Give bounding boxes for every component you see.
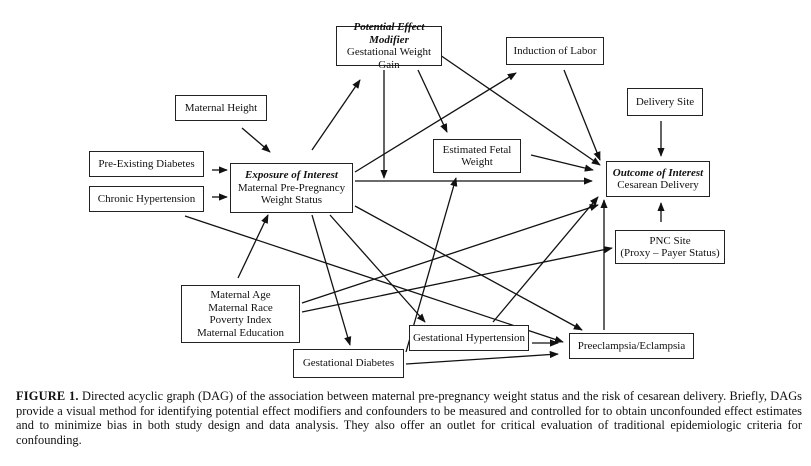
node-maternal-height: Maternal Height [175, 95, 267, 121]
node-label: PNC Site [649, 234, 691, 247]
edge-effect-modifier-to-fetal-weight [417, 69, 448, 133]
node-label: Preeclampsia/Eclampsia [577, 339, 686, 352]
node-label: Gestational Hypertension [412, 331, 526, 344]
node-header: Outcome of Interest [612, 166, 704, 179]
caption-text: Directed acyclic graph (DAG) of the asso… [16, 389, 802, 447]
edge-gest-htn-to-outcome [492, 196, 599, 323]
node-header: Exposure of Interest [245, 169, 338, 182]
node-label: Maternal Race [208, 301, 273, 314]
node-demographics: Maternal Age Maternal Race Poverty Index… [181, 285, 300, 343]
edge-fetal-weight-to-outcome [530, 154, 594, 172]
node-label: Delivery Site [635, 95, 695, 108]
edge-exposure-to-gest-htn [329, 214, 426, 323]
node-label: Estimated Fetal [442, 143, 512, 156]
node-label: Maternal Pre-Pregnancy [237, 181, 346, 194]
node-label: Poverty Index [209, 314, 272, 326]
node-delivery-site: Delivery Site [627, 88, 703, 116]
node-pre-existing-diabetes: Pre-Existing Diabetes [89, 151, 204, 177]
node-induction-of-labor: Induction of Labor [506, 37, 604, 65]
dag-diagram: Potential Effect Modifier Gestational We… [89, 21, 725, 378]
edge-maternal-height-to-exposure [241, 127, 271, 153]
node-label: Chronic Hypertension [97, 192, 196, 205]
edge-exposure-to-gest-diabetes [311, 214, 352, 346]
node-label: Pre-Existing Diabetes [98, 157, 195, 170]
edge-gest-diabetes-to-fetal-weight [405, 177, 458, 353]
node-label: Gestational Weight [346, 46, 432, 58]
node-label: Weight Status [260, 194, 323, 207]
node-gestational-diabetes: Gestational Diabetes [293, 349, 404, 378]
node-outcome-of-interest: Outcome of Interest Cesarean Delivery [606, 161, 710, 197]
node-label: Weight [461, 156, 493, 168]
edge-effect-modifier-to-outcome [439, 54, 601, 166]
node-estimated-fetal-weight: Estimated Fetal Weight [433, 139, 521, 173]
edge-exposure-to-preeclampsia [354, 205, 583, 331]
edge-demographics-to-outcome [301, 204, 599, 304]
node-label: Cesarean Delivery [617, 179, 699, 191]
node-chronic-hypertension: Chronic Hypertension [89, 186, 204, 212]
edge-gest-diabetes-to-preeclampsia [405, 350, 559, 365]
node-label: Maternal Height [184, 101, 258, 114]
node-label: Gain [378, 58, 400, 71]
node-label: Maternal Age [210, 289, 271, 301]
node-pnc-site: PNC Site (Proxy – Payer Status) [615, 230, 725, 264]
figure-caption: FIGURE 1. Directed acyclic graph (DAG) o… [16, 389, 802, 447]
caption-label: FIGURE 1. [16, 389, 79, 403]
edge-chronic-htn-to-preeclampsia [184, 215, 564, 343]
edge-exposure-to-effect-modifier [311, 79, 361, 151]
node-exposure-of-interest: Exposure of Interest Maternal Pre-Pregna… [230, 163, 353, 213]
edge-induction-to-outcome [563, 69, 601, 161]
node-label: Induction of Labor [513, 44, 597, 57]
node-label: (Proxy – Payer Status) [620, 247, 720, 259]
node-gestational-hypertension: Gestational Hypertension [409, 325, 529, 351]
dag-edges [184, 54, 665, 365]
node-preeclampsia-eclampsia: Preeclampsia/Eclampsia [569, 333, 694, 359]
edge-demographics-to-exposure [237, 214, 269, 279]
node-header: Potential Effect Modifier [353, 21, 425, 46]
node-label: Gestational Diabetes [302, 357, 395, 370]
node-label: Maternal Education [196, 326, 285, 339]
node-effect-modifier: Potential Effect Modifier Gestational We… [336, 21, 442, 71]
edge-demographics-to-pnc-site [301, 246, 613, 313]
